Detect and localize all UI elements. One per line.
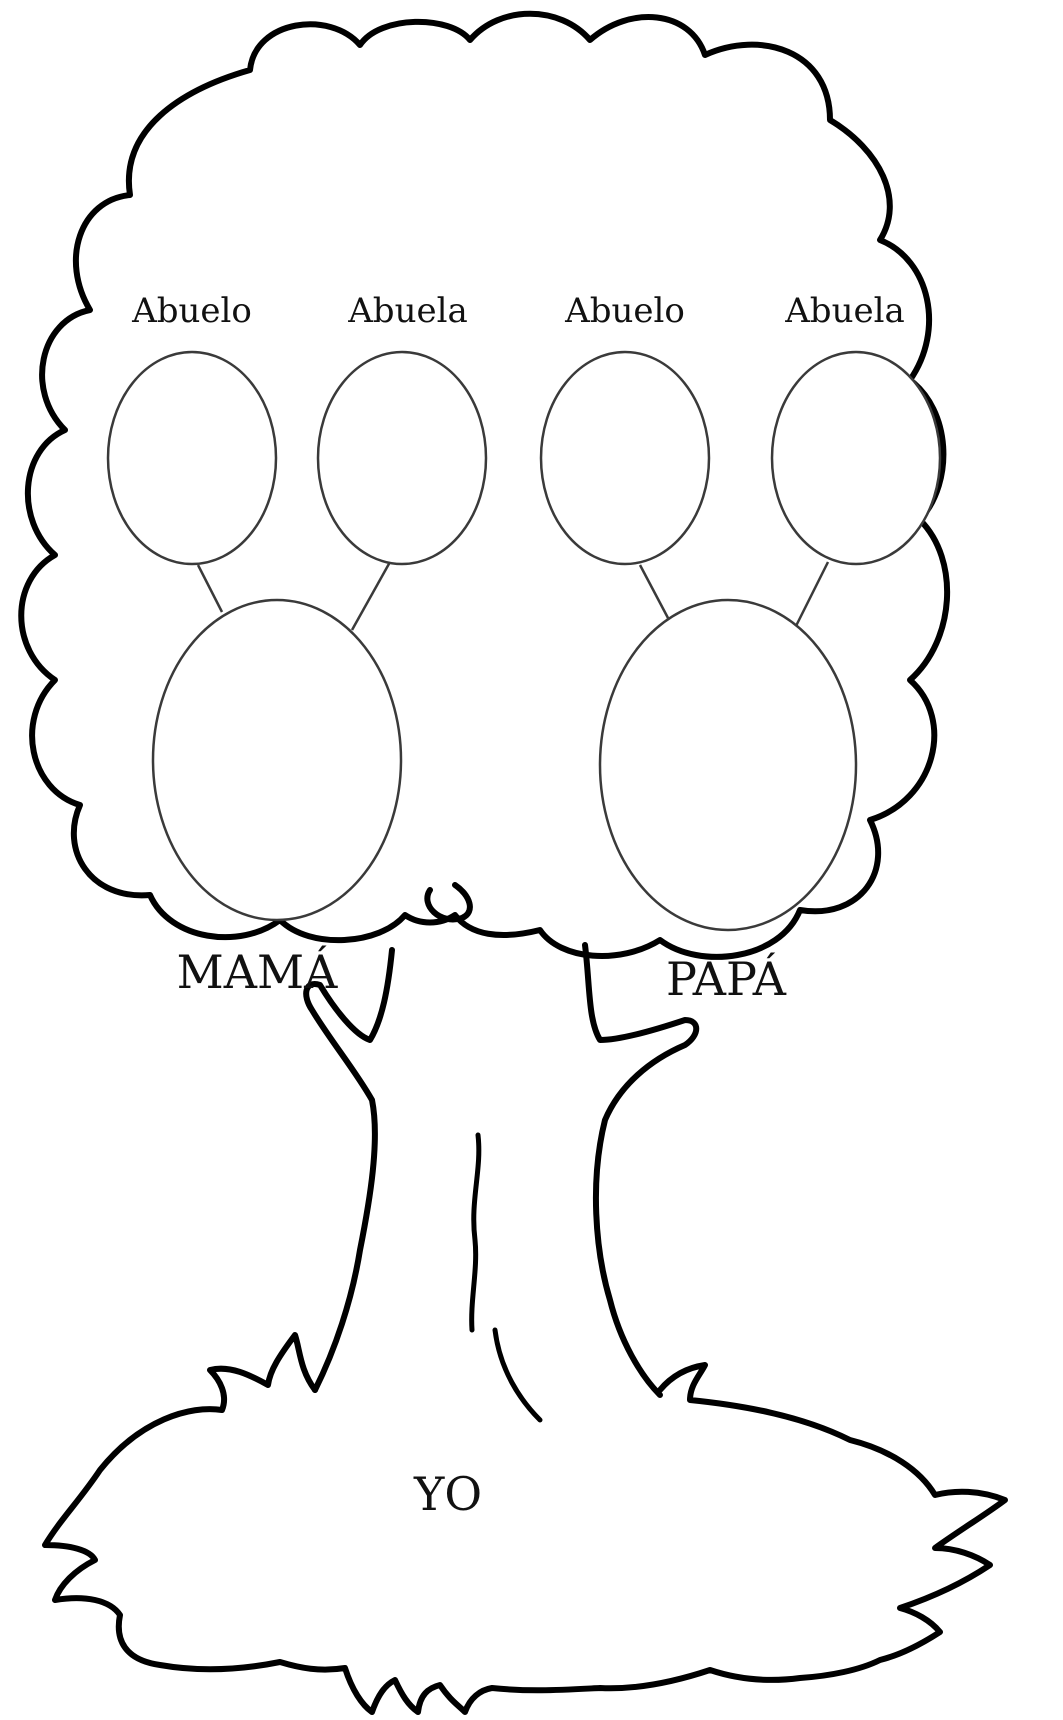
label-mama: MAMÁ	[177, 944, 338, 999]
connector-abuela-mama	[352, 562, 390, 630]
label-abuelo-maternal: Abuelo	[131, 291, 252, 331]
grass-outline	[45, 1335, 1005, 1712]
portrait-circle-mama[interactable]	[153, 600, 401, 920]
portrait-circle-abuelo-maternal[interactable]	[108, 352, 276, 564]
portrait-circle-abuela-paternal[interactable]	[772, 352, 940, 564]
label-papa: PAPÁ	[666, 951, 787, 1006]
connector-abuela-papa	[795, 562, 828, 628]
tree-trunk-left	[306, 950, 392, 1390]
tree-trunk-right	[585, 945, 696, 1395]
portrait-circle-abuela-maternal[interactable]	[318, 352, 486, 564]
crown-bump	[427, 885, 470, 919]
connector-abuelo-papa	[640, 565, 668, 618]
bark-line-2	[495, 1330, 540, 1420]
label-yo: YO	[413, 1467, 482, 1521]
label-abuelo-paternal: Abuelo	[564, 291, 685, 331]
bark-line-1	[472, 1135, 479, 1330]
portrait-circle-abuelo-paternal[interactable]	[541, 352, 709, 564]
portrait-circle-papa[interactable]	[600, 600, 856, 930]
label-abuela-paternal: Abuela	[784, 291, 904, 331]
connector-abuelo-mama	[198, 565, 222, 612]
label-abuela-maternal: Abuela	[347, 291, 467, 331]
